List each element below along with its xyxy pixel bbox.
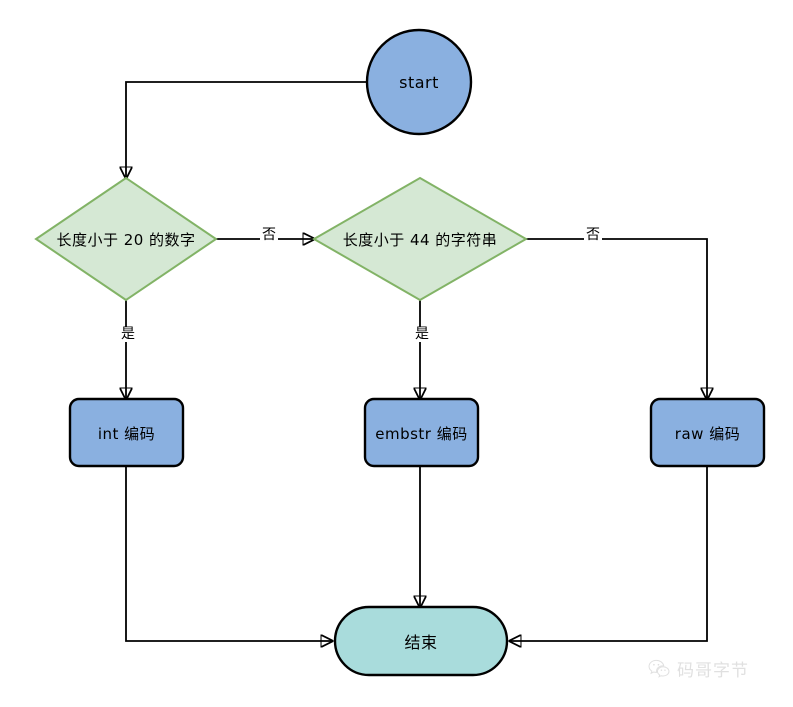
edge-decision2-to-raw (526, 238, 707, 399)
edge-label-decision1-no: 否 (260, 227, 278, 244)
edge-int-to-end (125, 466, 332, 641)
edge-start-to-decision1 (126, 81, 367, 178)
node-raw-encoding[interactable] (649, 397, 766, 468)
node-start[interactable] (365, 28, 473, 136)
edge-label-decision2-no: 否 (584, 227, 602, 244)
edge-raw-to-end (510, 466, 708, 641)
node-embstr-encoding[interactable] (363, 397, 480, 468)
node-decision-length-lt-44[interactable] (311, 176, 529, 302)
edge-label-decision2-yes: 是 (413, 326, 431, 343)
wechat-icon (648, 659, 670, 678)
watermark: 码哥字节 (648, 656, 749, 681)
edge-label-decision1-yes: 是 (119, 326, 137, 343)
node-decision-length-lt-20[interactable] (34, 176, 218, 302)
node-end[interactable] (333, 605, 509, 677)
watermark-text: 码哥字节 (677, 661, 749, 681)
node-int-encoding[interactable] (68, 397, 185, 468)
